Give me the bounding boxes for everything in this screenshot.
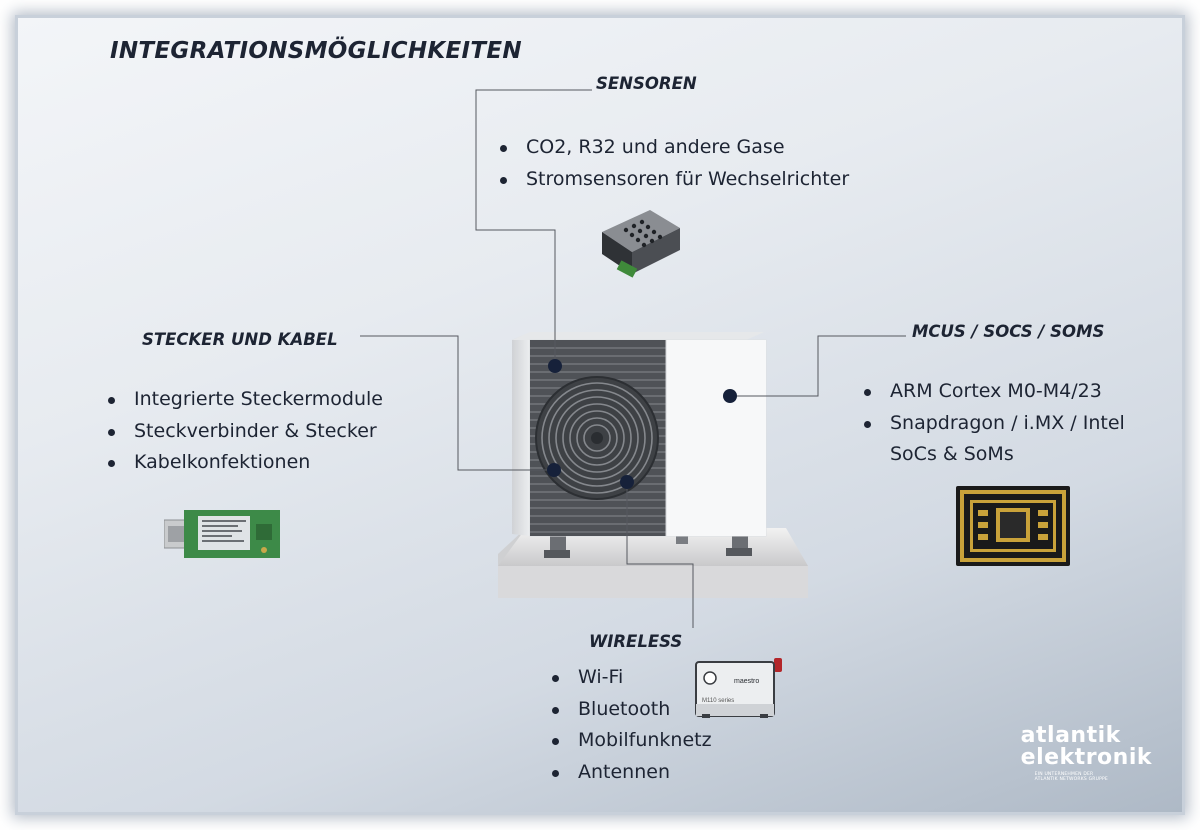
list-item-continuation: SoCs & SoMs [890, 443, 1014, 465]
mcus-dot [723, 389, 737, 403]
list-item: CO2, R32 und andere Gase [498, 132, 849, 164]
sensoren-title: SENSOREN [596, 74, 697, 93]
stecker-title: STECKER UND KABEL [142, 330, 338, 349]
som-board-image [956, 486, 1070, 566]
sensor-module-image [602, 210, 680, 278]
mcus-title: MCUS / SOCS / SOMS [912, 322, 1105, 341]
connector-lines [360, 89, 906, 628]
list-item: Kabelkonfektionen [106, 447, 383, 479]
modem-series: M110 series [702, 698, 735, 704]
sensoren-connector [475, 89, 592, 366]
wireless-connector [626, 482, 694, 628]
mcus-connector [730, 335, 906, 397]
sensoren-dot [548, 359, 562, 373]
list-item: Integrierte Steckermodule [106, 384, 383, 416]
list-item: Wi-Fi [550, 662, 712, 694]
list-item: Bluetooth [550, 694, 712, 726]
list-item: Stromsensoren für Wechselrichter [498, 164, 849, 196]
list-item: Antennen [550, 757, 712, 789]
wireless-title: WIRELESS [589, 632, 683, 651]
wireless-list: Wi-Fi Bluetooth Mobilfunknetz Antennen [550, 662, 712, 788]
wireless-dot [620, 475, 634, 489]
logo-tagline2: ATLANTIK NETWORKS GRUPPE [1034, 777, 1108, 782]
list-item: Snapdragon / i.MX / Intel [862, 408, 1125, 440]
cellular-modem-image: maestro M110 series [694, 652, 786, 720]
heat-pump-image [498, 332, 808, 598]
logo-tagline1: EIN UNTERNEHMEN DER [1034, 772, 1094, 777]
modem-brand: maestro [734, 678, 760, 685]
list-item: Mobilfunknetz [550, 725, 712, 757]
mcus-list: ARM Cortex M0-M4/23 Snapdragon / i.MX / … [862, 376, 1125, 471]
list-item: ARM Cortex M0-M4/23 [862, 376, 1125, 408]
logo-line1: atlantik [1020, 723, 1121, 748]
stecker-dot [547, 463, 561, 477]
diagram-frame: INTEGRATIONSMÖGLICHKEITEN [18, 18, 1182, 812]
sensoren-list: CO2, R32 und andere Gase Stromsensoren f… [498, 132, 849, 195]
stecker-connector [360, 335, 554, 471]
connector-module-image [164, 510, 280, 558]
logo-line2: elektronik [1020, 745, 1152, 770]
stecker-list: Integrierte Steckermodule Steckverbinder… [106, 384, 383, 479]
page-title: INTEGRATIONSMÖGLICHKEITEN [110, 38, 522, 64]
atlantik-elektronik-logo: atlantik elektronik EIN UNTERNEHMEN DER … [1020, 723, 1152, 783]
list-item: Steckverbinder & Stecker [106, 416, 383, 448]
